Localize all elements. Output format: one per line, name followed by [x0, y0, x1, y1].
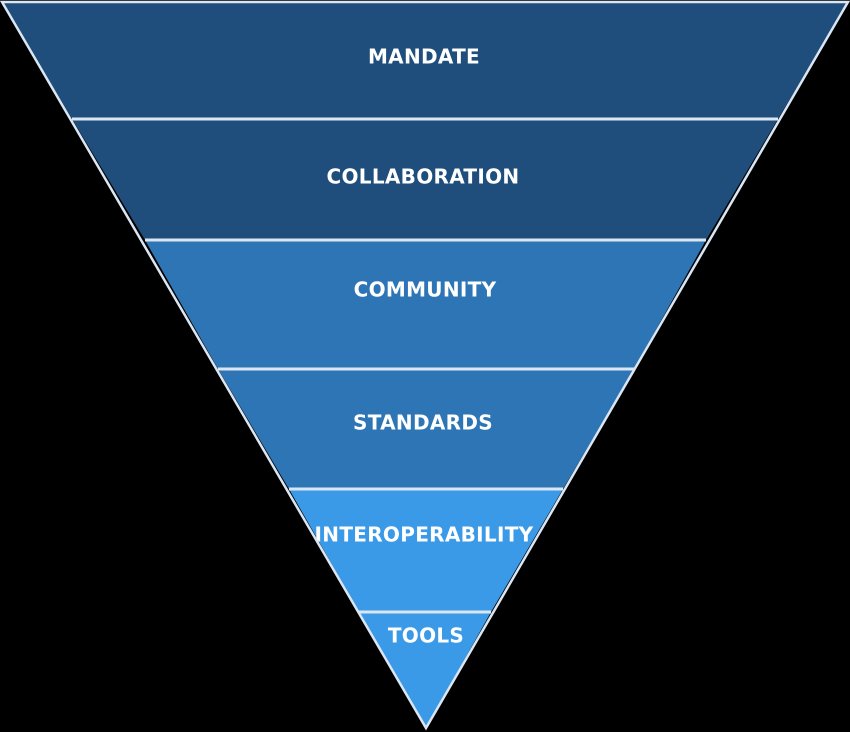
tier-community: COMMUNITY: [145, 240, 706, 369]
tier-mandate-label: MANDATE: [368, 45, 480, 69]
tier-mandate: MANDATE: [2, 2, 848, 119]
tier-collaboration-shape: [72, 119, 778, 240]
tier-interoperability-shape: [289, 489, 563, 612]
tier-tools-label: TOOLS: [388, 624, 464, 648]
tier-collaboration-label: COLLABORATION: [327, 165, 520, 189]
tier-collaboration: COLLABORATION: [72, 119, 778, 240]
tier-standards-shape: [218, 369, 634, 489]
tier-interoperability-label: INTEROPERABILITY: [315, 523, 534, 547]
tier-tools-shape: [359, 612, 491, 728]
tier-mandate-shape: [2, 2, 848, 119]
tier-community-shape: [145, 240, 706, 369]
tier-community-label: COMMUNITY: [354, 278, 497, 302]
tier-interoperability: INTEROPERABILITY: [289, 489, 563, 612]
tier-standards: STANDARDS: [218, 369, 634, 489]
tier-standards-label: STANDARDS: [353, 411, 493, 435]
tier-tools: TOOLS: [359, 612, 491, 728]
